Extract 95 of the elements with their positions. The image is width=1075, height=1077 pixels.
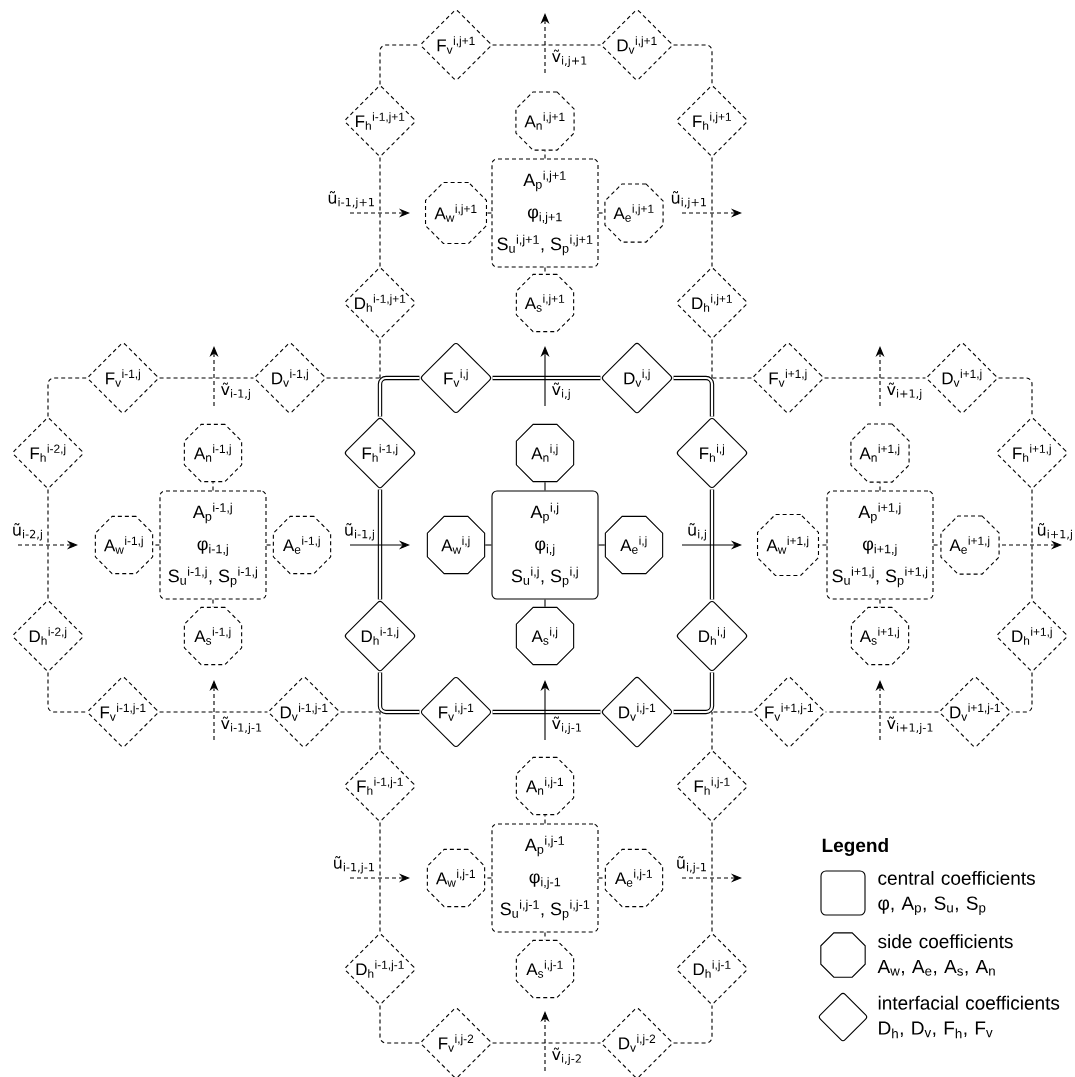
velocity-label: ũ$_{i+1,j}$ <box>1037 523 1072 541</box>
velocity-label: ũ$_{i-1,j-1}$ <box>334 856 374 874</box>
connector-line <box>47 672 87 713</box>
velocity-label: ṽ$_{i,j}$ <box>552 382 570 400</box>
connector-line <box>379 157 381 267</box>
velocity-label: ũ$_{i-1,j+1}$ <box>328 191 374 209</box>
connector-line <box>1011 672 1033 713</box>
connector-line <box>598 877 606 879</box>
coefficient-octagon: A$_{e}$i,j <box>604 515 664 575</box>
connector-line <box>326 377 381 379</box>
connector-line <box>212 481 214 491</box>
coefficient-octagon: A$_{n}$i-1,j <box>183 423 243 483</box>
connector-line <box>544 481 546 491</box>
connector-line <box>266 544 274 546</box>
velocity-label: ṽ$_{i,j-1}$ <box>552 716 581 734</box>
velocity-label: ṽ$_{i,j-2}$ <box>552 1047 581 1065</box>
coefficient-box: A$_{p}$i,j-1 φ$_{i,j-1}$ S$_{u}$$^{i,j-1}$, S$_{p}$i,j-1 <box>491 823 599 933</box>
coefficient-octagon: A$_{n}$i,j <box>515 423 575 483</box>
connector-line <box>377 375 420 417</box>
velocity-label: ṽ$_{i,j+1}$ <box>552 49 587 67</box>
legend-text: side coefficients A$_{w}$, A$_{e}$, A$_{s}$, A$_{n}$ <box>877 934 1013 976</box>
connector-line <box>484 877 492 879</box>
legend-text: central coefficients φ, A$_{p}$, S$_{u}$, S$_{p}$ <box>878 870 1035 916</box>
connector-line <box>340 711 381 713</box>
velocity-label: ṽ$_{i-1,j}$ <box>221 382 250 400</box>
connector-line <box>825 711 939 713</box>
coefficient-octagon: A$_{s}$i+1,j <box>850 606 910 666</box>
connector-line <box>492 375 601 381</box>
coefficient-box: A$_{p}$i,j φ$_{i,j}$ S$_{u}$$^{i,j}$, S$_{p}$i,j <box>491 490 599 600</box>
connector-line <box>544 599 546 608</box>
coefficient-octagon: A$_{w}$i+1,j <box>757 514 819 577</box>
velocity-label: ṽ$_{i-1,j-1}$ <box>221 716 262 734</box>
connector-line <box>379 711 381 750</box>
coefficient-octagon: A$_{s}$i-1,j <box>183 606 243 666</box>
connector-line <box>486 212 492 214</box>
connector-line <box>998 377 1033 417</box>
coefficient-octagon: A$_{s}$i,j+1 <box>515 273 575 333</box>
coefficient-octagon: A$_{w}$i,j <box>426 515 486 575</box>
connector-line <box>377 672 420 715</box>
velocity-label: ũ$_{i-1,j}$ <box>345 523 374 541</box>
coefficient-octagon: A$_{n}$i,j+1 <box>515 91 575 151</box>
connector-line <box>824 377 926 379</box>
connector-line <box>159 711 268 713</box>
connector-line <box>673 375 715 417</box>
velocity-label: ṽ$_{i+1,j}$ <box>887 382 922 400</box>
connector-line <box>711 339 713 379</box>
connector-line <box>47 377 87 417</box>
connector-line <box>152 544 160 546</box>
connector-line <box>673 672 715 715</box>
connector-line <box>377 489 383 600</box>
connector-line <box>379 44 420 85</box>
velocity-label: ũ$_{i,j+1}$ <box>671 191 706 209</box>
connector-line <box>598 212 605 214</box>
connector-line <box>711 157 713 267</box>
connector-line <box>711 711 753 713</box>
velocity-label: ṽ$_{i+1,j-1}$ <box>887 716 933 734</box>
connector-line <box>159 377 254 379</box>
connector-line <box>484 544 492 546</box>
legend-text: interfacial coefficients D$_{h}$, D$_{v}$, F$_{h}$, F$_{v}$ <box>878 995 1060 1039</box>
coefficient-box: A$_{p}$i+1,j φ$_{i+1,j}$ S$_{u}$$^{i+1,j}$, S$_{p}$i+1,j <box>826 490 934 600</box>
connector-line <box>492 709 601 715</box>
velocity-label: ũ$_{i-2,j}$ <box>13 523 42 541</box>
coefficient-octagon: A$_{e}$i,j-1 <box>604 848 664 908</box>
connector-line <box>933 544 941 546</box>
velocity-label: ũ$_{i,j-1}$ <box>677 856 706 874</box>
connector-line <box>711 822 713 933</box>
coefficient-octagon: A$_{w}$i,j-1 <box>426 848 486 908</box>
connector-line <box>711 377 752 379</box>
coefficient-octagon: A$_{s}$i,j <box>515 606 575 666</box>
coefficient-octagon: A$_{e}$i,j+1 <box>604 183 664 243</box>
connector-line <box>711 711 713 750</box>
connector-line <box>598 544 606 546</box>
coefficient-octagon: A$_{n}$i+1,j <box>850 423 910 483</box>
connector-line <box>673 1005 713 1044</box>
connector-line <box>492 1042 601 1044</box>
connector-line <box>544 267 546 275</box>
coefficient-octagon: A$_{e}$i-1,j <box>272 515 332 575</box>
velocity-label: ũ$_{i,j}$ <box>688 523 706 541</box>
coefficient-octagon: A$_{s}$i,j-1 <box>515 939 575 999</box>
connector-line <box>379 339 381 379</box>
coefficient-octagon: A$_{w}$i-1,j <box>94 515 154 575</box>
coefficient-octagon: A$_{n}$i,j-1 <box>515 756 575 816</box>
connector-line <box>379 822 381 933</box>
connector-line <box>47 489 49 600</box>
connector-line <box>379 1005 420 1044</box>
connector-line <box>492 44 601 46</box>
connector-line <box>544 814 546 824</box>
coefficient-box: A$_{p}$i,j+1 φ$_{i,j+1}$ S$_{u}$$^{i,j+1}$, S$_{p}$i,j+1 <box>491 158 599 268</box>
coefficient-box: A$_{p}$i-1,j φ$_{i-1,j}$ S$_{u}$$^{i-1,j}$, S$_{p}$i-1,j <box>159 490 267 600</box>
connector-line <box>709 489 715 600</box>
connector-line <box>673 44 713 85</box>
coefficient-octagon: A$_{e}$i+1,j <box>940 515 1000 575</box>
legend-title: Legend <box>822 838 888 856</box>
connector-line <box>1031 489 1033 600</box>
coefficient-octagon: A$_{w}$i,j+1 <box>424 182 488 245</box>
